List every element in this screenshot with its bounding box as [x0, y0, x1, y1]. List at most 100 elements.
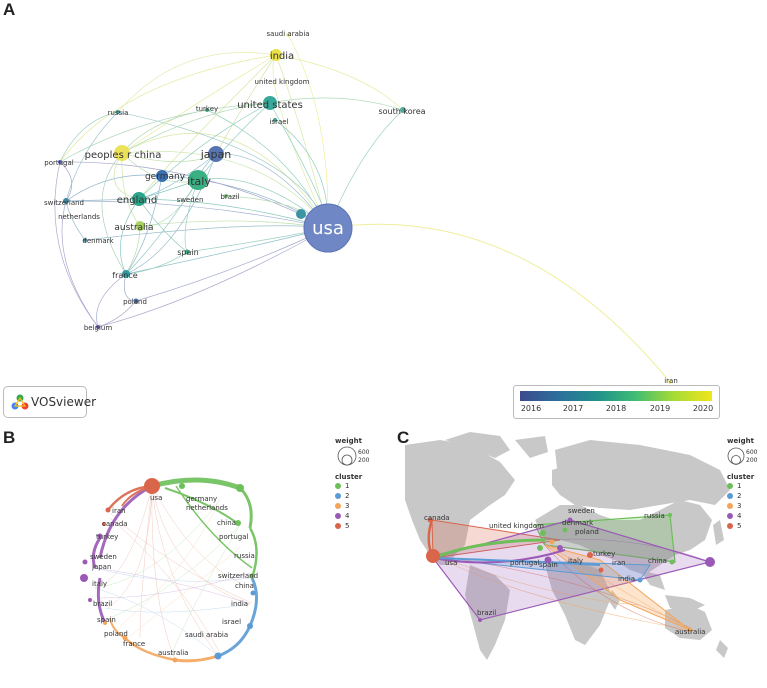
b-label-india: india	[231, 600, 248, 608]
weight-value-large: 600	[746, 449, 758, 456]
weight-title: weight	[727, 437, 754, 445]
node-label-england: england	[117, 195, 157, 206]
cluster-swatch	[335, 523, 341, 529]
b-label-australia: australia	[158, 649, 188, 657]
c-label-canada: canada	[424, 514, 450, 522]
cluster-label: 2	[345, 492, 350, 500]
node-label-france: france	[112, 271, 137, 280]
weight-value-large: 600	[358, 449, 370, 456]
node-label-belgium: belgium	[84, 324, 113, 332]
colorbar-tick: 2020	[692, 404, 714, 413]
weight-title: weight	[335, 437, 362, 445]
cluster-label: 3	[737, 502, 742, 510]
weight-size-icon: 600 200	[727, 447, 758, 465]
node-label-spain: spain	[177, 248, 198, 257]
cluster-label: 4	[345, 512, 350, 520]
b-label-iran: iran	[112, 507, 126, 515]
cluster-swatch	[727, 503, 733, 509]
colorbar-tick: 2019	[649, 404, 671, 413]
cluster-label: 1	[345, 482, 350, 490]
node-label-united-kingdom: united kingdom	[255, 78, 310, 86]
b-label-france: france	[123, 640, 145, 648]
cluster-item: 4	[727, 511, 765, 521]
c-label-china: china	[648, 557, 667, 565]
c-label-portugal: portugal	[510, 559, 540, 567]
colorbar-tick: 2017	[562, 404, 584, 413]
b-label-italy: italy	[92, 580, 107, 588]
b-label-turkey: turkey	[96, 533, 118, 541]
year-colorbar: 2016 2017 2018 2019 2020	[513, 385, 720, 419]
colorbar-gradient	[520, 391, 712, 401]
cluster-swatch	[335, 483, 341, 489]
node-label-brazil: brazil	[220, 193, 239, 201]
node-label-united-states: united states	[237, 100, 303, 111]
cluster-item: 3	[727, 501, 765, 511]
colorbar-tick: 2016	[520, 404, 542, 413]
cluster-swatch	[727, 523, 733, 529]
node-label-usa: usa	[312, 218, 344, 239]
panel-a-network: usa india saudi arabia united kingdom un…	[44, 30, 678, 385]
cluster-title: cluster	[335, 473, 363, 481]
c-label-united-kingdom: united kingdom	[489, 522, 544, 530]
b-label-portugal: portugal	[219, 533, 249, 541]
colorbar-tick: 2018	[605, 404, 627, 413]
b-label-china-2: china	[235, 582, 254, 590]
panel-b-legend: weight 600 200 cluster 1 2 3 4 5	[335, 437, 385, 531]
panel-c-letter: C	[397, 428, 410, 447]
b-label-russia: russia	[234, 552, 255, 560]
node-label-turkey: turkey	[196, 105, 218, 113]
cluster-label: 3	[345, 502, 350, 510]
b-label-china: china	[217, 519, 236, 527]
cluster-item: 5	[335, 521, 385, 531]
cluster-swatch	[335, 503, 341, 509]
cluster-label: 1	[737, 482, 742, 490]
weight-size-icon: 600 200	[337, 446, 370, 466]
node-label-saudi-arabia: saudi arabia	[266, 30, 309, 38]
cluster-item: 3	[335, 501, 385, 511]
b-label-poland: poland	[104, 630, 128, 638]
vosviewer-logo: VOSviewer	[3, 386, 96, 418]
cluster-item: 1	[727, 481, 765, 491]
cluster-label: 5	[345, 522, 350, 530]
cluster-item: 5	[727, 521, 765, 531]
panel-c-legend: weight 600 200 cluster 1 2 3 4 5	[727, 437, 765, 531]
weight-value-small: 200	[746, 457, 758, 464]
c-label-brazil: brazil	[477, 609, 496, 617]
cluster-label: 5	[737, 522, 742, 530]
cluster-item: 1	[335, 481, 385, 491]
b-label-japan: japan	[91, 563, 111, 571]
panel-a-letter: A	[3, 0, 16, 19]
b-label-sweden: sweden	[90, 553, 117, 561]
cluster-swatch	[335, 493, 341, 499]
b-label-germany: germany	[186, 495, 217, 503]
b-label-netherlands: netherlands	[186, 504, 228, 512]
c-label-russia: russia	[644, 512, 665, 520]
cluster-item: 4	[335, 511, 385, 521]
b-label-switzerland: switzerland	[218, 572, 258, 580]
c-label-australia: australia	[675, 628, 705, 636]
node-label-sweden: sweden	[177, 196, 204, 204]
cluster-swatch	[727, 483, 733, 489]
node-label-israel: israel	[269, 118, 288, 126]
vosviewer-label: VOSviewer	[31, 395, 97, 409]
panel-b-letter: B	[3, 428, 16, 447]
weight-value-small: 200	[358, 457, 370, 464]
c-label-spain: spain	[539, 561, 558, 569]
node-label-portugal: portugal	[44, 159, 74, 167]
node-label-poland: poland	[123, 298, 147, 306]
node-label-india: india	[270, 51, 294, 62]
c-label-italy: italy	[568, 557, 583, 565]
node-label-netherlands: netherlands	[58, 213, 100, 221]
node-label-iran: iran	[664, 377, 678, 385]
panel-b-circular-network: usa germany netherlands china portugal r…	[80, 477, 258, 663]
b-label-spain: spain	[97, 616, 116, 624]
c-label-turkey: turkey	[593, 550, 615, 558]
c-label-poland: poland	[575, 528, 599, 536]
node-label-switzerland: switzerland	[44, 199, 84, 207]
cluster-item: 2	[727, 491, 765, 501]
node-label-japan: japan	[200, 148, 232, 161]
c-label-usa: usa	[445, 559, 457, 567]
cluster-label: 4	[737, 512, 742, 520]
cluster-swatch	[727, 513, 733, 519]
